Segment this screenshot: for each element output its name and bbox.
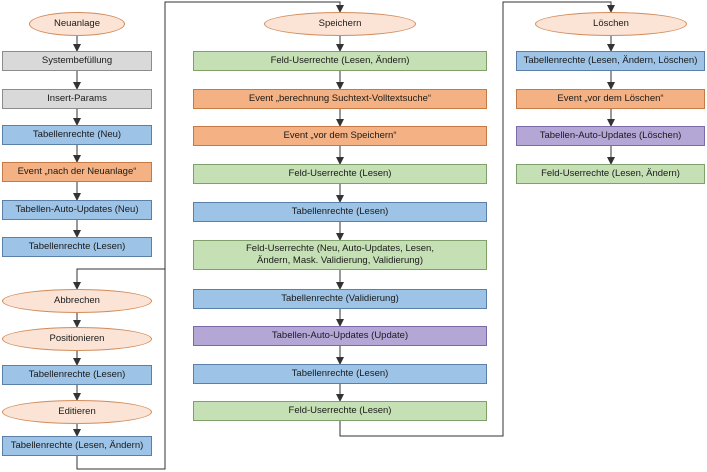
step-feld-userrechte-lesen-aendern-2: Feld-Userrechte (Lesen, Ändern) [516,164,705,184]
step-event-vor-speichern: Event „vor dem Speichern“ [193,126,487,146]
step-feld-userrechte-lesen-aendern: Feld-Userrechte (Lesen, Ändern) [193,51,487,71]
step-tabellenrechte-validierung: Tabellenrechte (Validierung) [193,289,487,309]
step-tabellenrechte-lesen-aendern: Tabellenrechte (Lesen, Ändern) [2,436,152,456]
step-auto-updates-loeschen: Tabellen-Auto-Updates (Löschen) [516,126,705,146]
step-tabellenrechte-lesen-2: Tabellenrechte (Lesen) [2,365,152,385]
flow-line [339,1,615,437]
step-auto-updates-update: Tabellen-Auto-Updates (Update) [193,326,487,346]
start-positionieren: Positionieren [2,327,152,351]
step-insert-params: Insert-Params [2,89,152,109]
step-tabellenrechte-lesen-3: Tabellenrechte (Lesen) [193,202,487,222]
start-abbrechen: Abbrechen [2,289,152,313]
start-editieren: Editieren [2,400,152,424]
step-auto-updates-neu: Tabellen-Auto-Updates (Neu) [2,200,152,220]
step-feld-userrechte-lesen: Feld-Userrechte (Lesen) [193,164,487,184]
step-tabellenrechte-lesen-4: Tabellenrechte (Lesen) [193,364,487,384]
start-neuanlage: Neuanlage [29,12,125,36]
step-feld-userrechte-validierung: Feld-Userrechte (Neu, Auto-Updates, Lese… [193,240,487,270]
start-speichern: Speichern [264,12,416,36]
start-loeschen: Löschen [535,12,687,36]
step-event-suchtext: Event „berechnung Suchtext-Volltextsuche… [193,89,487,109]
step-feld-userrechte-lesen-2: Feld-Userrechte (Lesen) [193,401,487,421]
step-tabellenrechte-lesen: Tabellenrechte (Lesen) [2,237,152,257]
step-systembefuellung: Systembefüllung [2,51,152,71]
step-event-vor-loeschen: Event „vor dem Löschen“ [516,89,705,109]
flow-line [76,1,344,470]
step-tabellenrechte-loeschen: Tabellenrechte (Lesen, Ändern, Löschen) [516,51,705,71]
step-event-nach-neuanlage: Event „nach der Neuanlage“ [2,162,152,182]
step-tabellenrechte-neu: Tabellenrechte (Neu) [2,125,152,145]
